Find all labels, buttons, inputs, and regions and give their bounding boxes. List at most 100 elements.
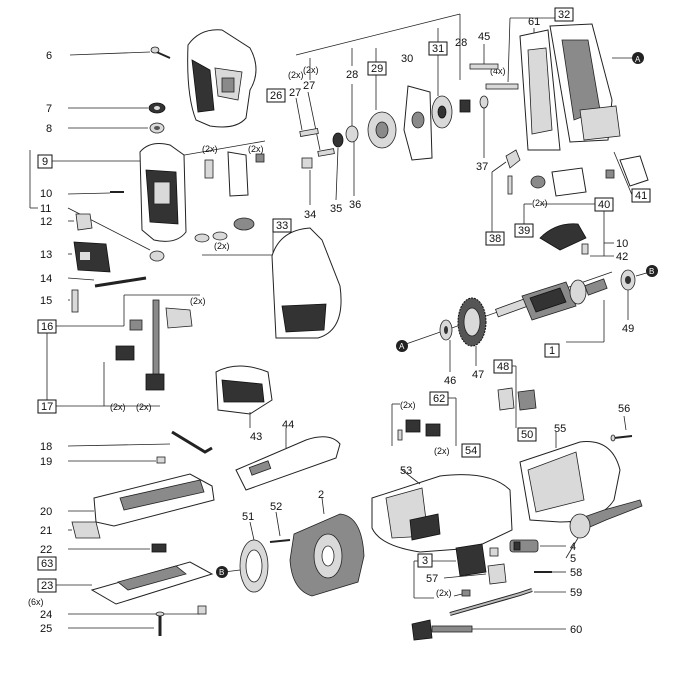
- part-27b-pin: [317, 148, 335, 157]
- part-4-cable-clamp: [509, 539, 539, 553]
- marker-b-armature-label: B: [649, 267, 654, 276]
- box-62: [429, 391, 449, 406]
- box-39: [514, 223, 534, 238]
- box-23: [37, 578, 57, 593]
- label-34: 34: [304, 209, 316, 221]
- qty-27a: (2x): [288, 70, 304, 80]
- part-29-eccentric: [367, 111, 397, 149]
- label-18: 18: [40, 441, 52, 453]
- marker-a-armature-label: A: [399, 342, 405, 351]
- part-16-plunger-shaft: [152, 299, 160, 376]
- label-12: 12: [40, 216, 52, 228]
- label-2: 2: [318, 489, 324, 501]
- label-7: 7: [46, 103, 52, 115]
- part-16-roller: [165, 307, 193, 329]
- label-15: 15: [40, 295, 52, 307]
- part-48-brush-holder: [497, 387, 515, 411]
- label-63: 63: [41, 558, 53, 570]
- part-38-pin: [507, 175, 513, 195]
- label-25: 25: [40, 623, 52, 635]
- part-32-gear-frame: [549, 23, 621, 143]
- part-47-gear: [457, 297, 487, 347]
- label-45: 45: [478, 31, 490, 43]
- part-46-bearing: [439, 319, 453, 341]
- part-55-motor-cover: [519, 441, 621, 523]
- box-54: [461, 443, 481, 458]
- label-51: 51: [242, 511, 254, 523]
- part-53-main-housing: [371, 474, 513, 553]
- part-1-armature: [495, 278, 608, 321]
- part-56-screw: [610, 434, 633, 442]
- part-35-ring: [332, 132, 344, 148]
- label-28a: 28: [346, 69, 358, 81]
- label-1: 1: [549, 345, 555, 357]
- part-39-roller: [530, 175, 546, 189]
- label-16: 16: [41, 321, 53, 333]
- label-23: 23: [41, 580, 53, 592]
- label-36: 36: [349, 199, 361, 211]
- part-26-housing-shell: [187, 29, 257, 128]
- label-52: 52: [270, 501, 282, 513]
- label-29: 29: [371, 63, 383, 75]
- part-7-ring: [68, 102, 166, 114]
- part-60-plug: [411, 619, 473, 641]
- qty-17a: (2x): [110, 402, 126, 412]
- part-pin-9b: [255, 153, 265, 163]
- part-18-hex-key: [171, 430, 213, 454]
- marker-b-endshield: [216, 566, 228, 578]
- label-33: 33: [276, 220, 288, 232]
- label-19: 19: [40, 456, 52, 468]
- part-27-pin: [299, 128, 319, 137]
- label-24: 24: [40, 609, 52, 621]
- part-5-strain-relief: [569, 499, 643, 539]
- label-6: 6: [46, 50, 52, 62]
- label-9: 9: [42, 156, 48, 168]
- part-17-roller-holder: [145, 373, 165, 391]
- label-39: 39: [518, 225, 530, 237]
- part-24-screw: [197, 605, 207, 615]
- box-1: [544, 343, 560, 358]
- box-48: [493, 359, 513, 374]
- qty-54: (2x): [434, 446, 450, 456]
- part-44-cable-sleeve: [235, 436, 341, 491]
- part-12-bushing: [75, 213, 93, 231]
- qty-57: (2x): [436, 588, 452, 598]
- part-2-stator: [289, 513, 365, 597]
- label-27a: 27: [289, 87, 301, 99]
- part-pin-9a: [204, 159, 214, 179]
- label-14: 14: [40, 273, 52, 285]
- label-55: 55: [554, 423, 566, 435]
- part-52-screw: [269, 539, 291, 543]
- box-33: [272, 218, 292, 233]
- part-40-guide: [539, 223, 587, 251]
- label-42: 42: [616, 251, 628, 263]
- part-9-motor-housing: [139, 143, 187, 242]
- label-17: 17: [41, 401, 53, 413]
- part-41-clamp: [619, 155, 649, 187]
- qty-9a: (2x): [202, 144, 218, 154]
- part-22: [151, 543, 167, 553]
- marker-a-armature: [396, 340, 408, 352]
- label-13: 13: [40, 249, 52, 261]
- part-34-bushing: [301, 157, 313, 169]
- label-32: 32: [558, 9, 570, 21]
- part-28-bearing: [459, 99, 471, 113]
- part-49-bearing: [620, 269, 636, 291]
- label-26: 26: [270, 90, 282, 102]
- label-21: 21: [40, 525, 52, 537]
- box-9: [37, 154, 53, 169]
- part-16-block: [129, 319, 143, 331]
- part-62-brush-a: [405, 419, 421, 433]
- label-47: 47: [472, 369, 484, 381]
- label-56: 56: [618, 403, 630, 415]
- label-62: 62: [433, 393, 445, 405]
- part-61-gear-housing: [519, 29, 561, 151]
- box-41: [631, 188, 651, 203]
- label-37: 37: [476, 161, 488, 173]
- part-19: [156, 456, 166, 464]
- part-21-insert: [71, 521, 101, 539]
- marker-a-top-label: A: [635, 55, 641, 64]
- label-5: 5: [570, 553, 576, 565]
